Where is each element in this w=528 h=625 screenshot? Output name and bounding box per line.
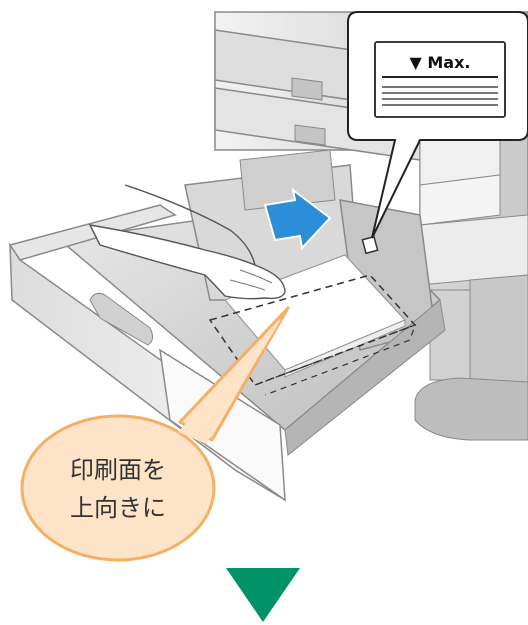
orientation-callout: 印刷面を 上向きに (20, 306, 290, 562)
max-callout: ▼ Max. (347, 11, 528, 239)
next-step-arrow-icon (226, 568, 300, 622)
max-label: ▼ Max. (410, 53, 471, 72)
push-arrow-icon (263, 187, 332, 251)
hand (88, 184, 286, 300)
callout-line-1: 印刷面を (70, 456, 166, 484)
callout-line-2: 上向きに (70, 494, 166, 522)
